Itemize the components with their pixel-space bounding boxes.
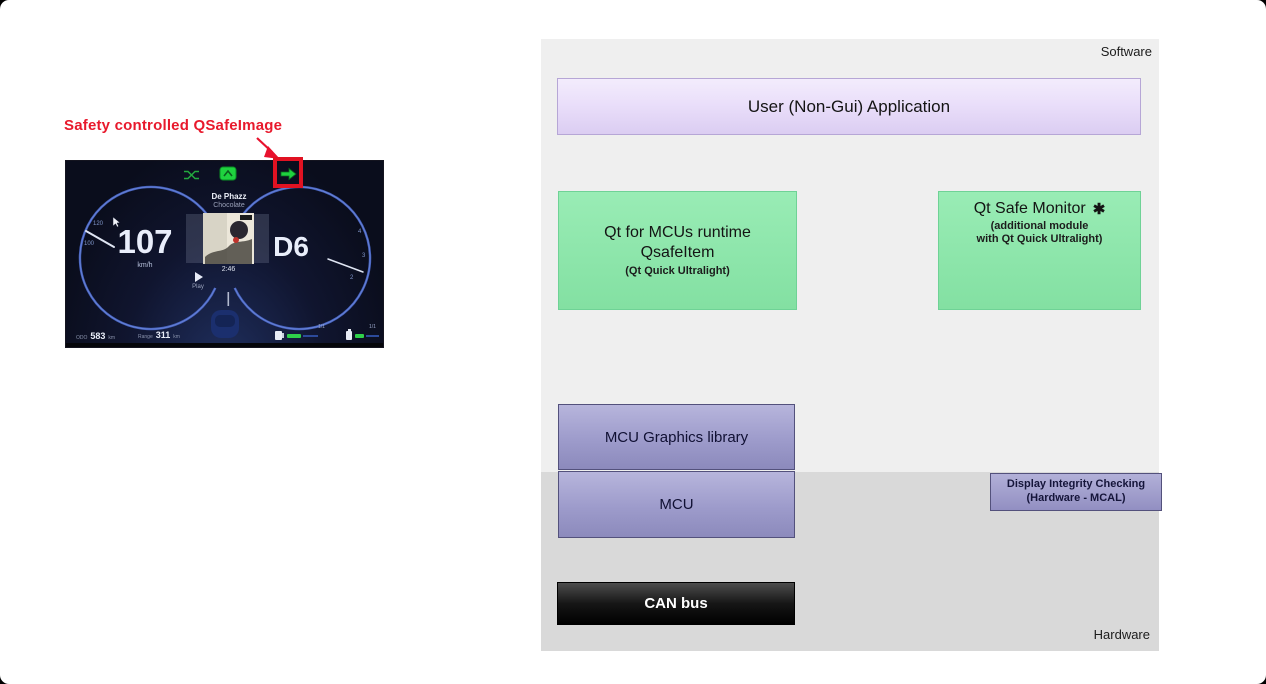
range: Range 311 km: [138, 330, 180, 340]
mcu-box: MCU: [558, 471, 795, 538]
odometer-value: 583: [90, 331, 106, 341]
gear-needle: [327, 258, 364, 273]
fuel-fraction: 1/1: [318, 324, 325, 330]
hardware-region-label: Hardware: [1093, 627, 1150, 642]
album-art: [203, 213, 254, 264]
center-marker-line: [227, 292, 230, 306]
runtime-line1: Qt for MCUs runtime: [604, 223, 751, 241]
instrument-cluster-image: 120 100 4 3 2: [65, 160, 384, 348]
mcu-graphics-library-box: MCU Graphics library: [558, 404, 795, 470]
speed-needle: [85, 230, 115, 248]
annotation-label: Safety controlled QSafeImage: [64, 117, 283, 134]
range-value: 311: [155, 330, 171, 340]
fuel-scale-line: [303, 335, 318, 337]
range-unit: km: [173, 334, 180, 340]
odometer-prefix: ODO: [76, 335, 88, 341]
green-indicator-icon: [219, 166, 237, 181]
user-application-box: User (Non-Gui) Application: [557, 78, 1141, 135]
runtime-line2: QsafeItem: [640, 243, 715, 261]
fuel-pump-icon: [275, 331, 284, 340]
media-track: Chocolate: [213, 202, 245, 209]
cluster-gauge-art: 120 100 4 3 2: [78, 166, 372, 338]
qsafeimage-arrow-icon: [280, 167, 297, 181]
odometer-unit: km: [108, 335, 116, 341]
car-silhouette: [211, 310, 239, 338]
gear-tick-3: 3: [362, 253, 366, 259]
mcu-graphics-label: MCU Graphics library: [604, 428, 749, 446]
asterisk-icon: ✱: [1092, 201, 1106, 218]
gear-tick-2: 2: [350, 275, 354, 281]
qt-safe-monitor-box: Qt Safe Monitor ✱ (additional module wit…: [938, 191, 1141, 310]
runtime-line3: (Qt Quick Ultralight): [625, 264, 730, 277]
media-time: 2:46: [221, 266, 236, 273]
shuffle-icon: [184, 170, 199, 180]
media-artist: De Phazz: [211, 192, 247, 201]
gear-tick-4: 4: [358, 229, 362, 235]
display-integrity-checking-box: Display Integrity Checking (Hardware - M…: [990, 473, 1162, 511]
software-region-label: Software: [1100, 44, 1152, 59]
monitor-line3: with Qt Quick Ultralight): [976, 233, 1103, 246]
speed-unit: km/h: [137, 262, 153, 269]
play-label: Play: [192, 284, 204, 290]
qsafeimage-highlight-box: [273, 157, 303, 188]
dic-line2: (Hardware - MCAL): [1026, 492, 1126, 504]
range-prefix: Range: [138, 334, 153, 340]
speed-tick-120: 120: [93, 221, 104, 227]
can-bus-box: CAN bus: [557, 582, 795, 625]
fuel-level-bar: [287, 334, 301, 338]
odometer: ODO 583 km: [76, 331, 115, 341]
mouse-cursor-icon: [112, 216, 121, 228]
battery-icon: [346, 329, 352, 340]
monitor-title: Qt Safe Monitor: [973, 200, 1086, 217]
play-icon: [195, 272, 203, 282]
monitor-title-row: Qt Safe Monitor ✱: [974, 200, 1106, 218]
monitor-line2: (additional module: [990, 220, 1089, 232]
annotation-arrow-icon: [256, 137, 280, 159]
mcu-label: MCU: [659, 496, 694, 513]
qt-mcus-runtime-box: Qt for MCUs runtime QsafeItem (Qt Quick …: [558, 191, 797, 310]
gear-value: D6: [273, 231, 309, 262]
battery-scale-line: [366, 335, 379, 337]
speed-value: 107: [117, 223, 173, 260]
speed-tick-100: 100: [84, 241, 95, 247]
can-bus-label: CAN bus: [644, 595, 708, 612]
user-application-label: User (Non-Gui) Application: [747, 96, 951, 116]
battery-fraction: 1/1: [369, 324, 376, 330]
dic-line1: Display Integrity Checking: [1006, 478, 1146, 491]
battery-level-bar: [355, 334, 364, 338]
